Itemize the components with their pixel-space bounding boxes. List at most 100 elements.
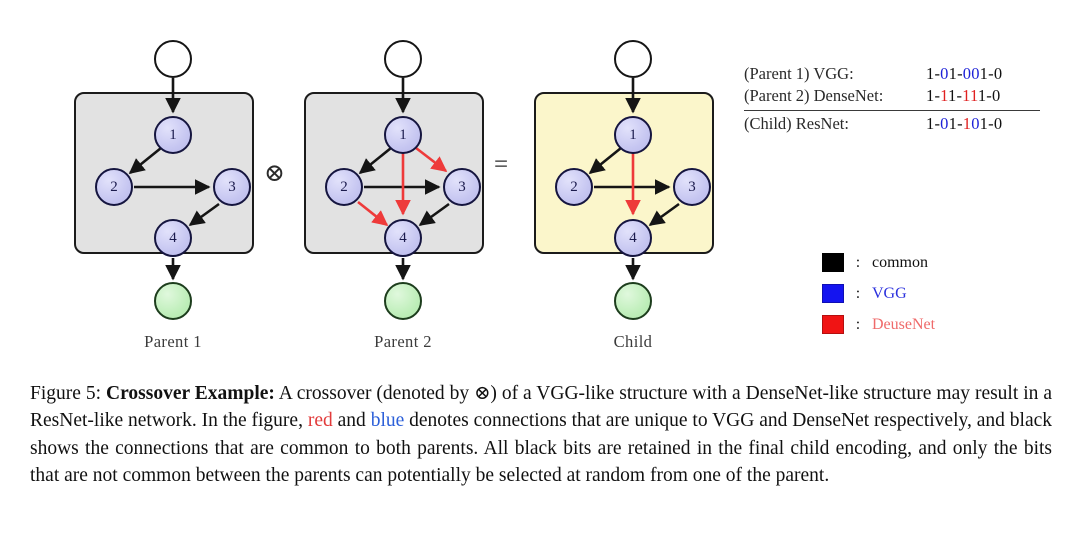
- graph-child: 1 2 3 4 Child: [518, 20, 748, 360]
- encoding-bit: -: [934, 114, 941, 134]
- caption-title: Crossover Example:: [106, 383, 275, 404]
- edge-2-4-red: [357, 200, 389, 227]
- node-4-parent2: 4: [384, 219, 422, 257]
- encoding-bit: 0: [940, 114, 949, 134]
- encoding-bit: 1: [962, 86, 970, 105]
- legend-item-densenet: : DeuseNet: [822, 309, 935, 340]
- legend-swatch-vgg-icon: [822, 284, 844, 303]
- graph-label-parent1: Parent 1: [144, 332, 202, 351]
- encoding-bit: 0: [993, 64, 1003, 83]
- graph-parent2: 1 2 3 4 Parent 2: [288, 20, 518, 360]
- edge-3-4: [418, 202, 450, 227]
- node-1-child: 1: [614, 116, 652, 154]
- encoding-row-parent2: (Parent 2) DenseNet: 1-11-111-0: [744, 86, 1064, 108]
- edge-3-4: [188, 202, 220, 227]
- graph-label-child: Child: [613, 332, 653, 351]
- node-4-child: 4: [614, 219, 652, 257]
- edge-1-2: [128, 146, 162, 175]
- legend-colon-common: :: [855, 253, 861, 271]
- encoding-bits-child: 1-01-101-0: [926, 114, 1002, 134]
- legend: : common : VGG : DeuseNet: [822, 247, 935, 340]
- encoding-bit: 0: [992, 86, 1001, 105]
- encoding-bit: -: [988, 64, 994, 83]
- node-output-parent2: [384, 282, 422, 320]
- legend-colon-vgg: :: [855, 284, 861, 302]
- encoding-label-child: (Child) ResNet:: [744, 114, 849, 134]
- node-4-parent1: 4: [154, 219, 192, 257]
- node-output-parent1: [154, 282, 192, 320]
- caption-blue-word: blue: [370, 410, 405, 432]
- node-input-parent1: [154, 40, 192, 78]
- crossover-operator-icon: ⊗: [264, 160, 285, 187]
- legend-swatch-densenet-icon: [822, 315, 844, 334]
- encoding-bit: 0: [971, 64, 980, 83]
- node-2-parent1: 2: [95, 168, 133, 206]
- edge-1-2: [588, 146, 622, 175]
- edge-1-3-red: [415, 146, 448, 173]
- encoding-bit: 1: [979, 114, 989, 134]
- encoding-bit: 1: [926, 114, 935, 134]
- node-input-child: [614, 40, 652, 78]
- legend-swatch-common-icon: [822, 253, 844, 272]
- encoding-bit: 0: [962, 64, 972, 83]
- encoding-bits-parent1: 1-01-001-0: [926, 64, 1002, 84]
- caption-figure-number: Figure 5:: [30, 383, 102, 404]
- encoding-bit: 1: [970, 86, 978, 105]
- encoding-bit: 0: [940, 64, 949, 83]
- legend-label-vgg: VGG: [872, 284, 907, 302]
- encoding-bit: 1: [948, 86, 957, 105]
- encoding-bits-parent2: 1-11-111-0: [926, 86, 1000, 106]
- encoding-bit: 1: [926, 86, 935, 105]
- legend-colon-densenet: :: [855, 315, 861, 333]
- figure-caption: Figure 5: Crossover Example: A crossover…: [30, 380, 1052, 489]
- node-2-parent2: 2: [325, 168, 363, 206]
- encoding-bit: -: [934, 86, 941, 105]
- encoding-bit: -: [988, 114, 994, 134]
- node-2-child: 2: [555, 168, 593, 206]
- encoding-bit: 1: [926, 64, 935, 83]
- encoding-bit: 1: [940, 86, 948, 105]
- encoding-bit: 0: [971, 114, 980, 134]
- encoding-divider: [744, 110, 1040, 112]
- node-1-parent2: 1: [384, 116, 422, 154]
- encoding-bit: -: [957, 114, 963, 134]
- encoding-bit: 1: [979, 64, 989, 83]
- graph-label-parent2: Parent 2: [374, 332, 432, 351]
- encoding-bit: 1: [948, 64, 958, 83]
- figure-diagram-area: 1 2 3 4 Parent 1 ⊗: [58, 20, 1064, 360]
- edge-layer-child: [588, 78, 680, 281]
- caption-red-word: red: [307, 410, 333, 432]
- edge-1-2: [358, 146, 392, 175]
- encoding-bit: 1: [962, 114, 972, 134]
- encoding-label-parent1: (Parent 1) VGG:: [744, 64, 854, 83]
- legend-label-densenet: DeuseNet: [872, 315, 936, 333]
- node-1-parent1: 1: [154, 116, 192, 154]
- node-3-parent2: 3: [443, 168, 481, 206]
- legend-item-common: : common: [822, 247, 935, 278]
- legend-label-common: common: [872, 253, 928, 271]
- caption-part3: denotes connections that are unique to V…: [30, 410, 1053, 486]
- node-input-parent2: [384, 40, 422, 78]
- equals-operator-icon: =: [494, 151, 509, 178]
- encoding-row-child: (Child) ResNet: 1-01-101-0: [744, 114, 1064, 136]
- caption-part1: A crossover (denoted by ⊗) of a VGG-like…: [30, 383, 1053, 432]
- node-output-child: [614, 282, 652, 320]
- encoding-bit: 1: [948, 114, 958, 134]
- encoding-bit: -: [957, 64, 963, 83]
- caption-part2: and: [332, 410, 371, 432]
- encoding-bit: -: [934, 64, 941, 83]
- encoding-bit: -: [986, 86, 992, 105]
- node-3-parent1: 3: [213, 168, 251, 206]
- legend-item-vgg: : VGG: [822, 278, 935, 309]
- encoding-bit: 1: [977, 86, 987, 105]
- encoding-row-parent1: (Parent 1) VGG: 1-01-001-0: [744, 64, 1064, 86]
- encoding-bit: 0: [993, 114, 1003, 134]
- encoding-label-parent2: (Parent 2) DenseNet:: [744, 86, 884, 105]
- encoding-table: (Parent 1) VGG: 1-01-001-0 (Parent 2) De…: [744, 64, 1064, 136]
- edge-layer-parent1: [128, 78, 220, 281]
- edge-3-4: [648, 202, 680, 227]
- edge-layer-parent2: [357, 78, 450, 281]
- node-3-child: 3: [673, 168, 711, 206]
- encoding-bit: -: [956, 86, 963, 105]
- graph-parent1: 1 2 3 4 Parent 1: [58, 20, 288, 360]
